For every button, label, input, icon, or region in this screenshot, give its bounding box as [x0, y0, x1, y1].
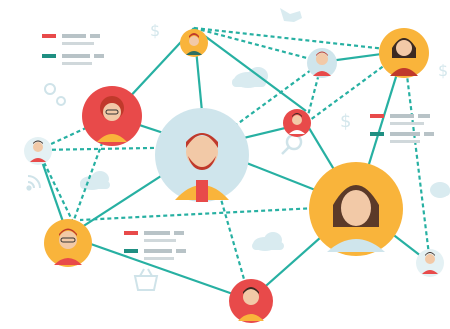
avatar[interactable] — [229, 279, 273, 323]
dollar-icon: $ — [150, 21, 160, 40]
wifi-icon — [26, 175, 41, 191]
avatar[interactable] — [44, 219, 92, 267]
cloud-icon — [252, 232, 284, 251]
magnifier-icon — [281, 133, 303, 155]
gear-icon — [44, 83, 66, 106]
avatar[interactable] — [24, 137, 52, 165]
avatar[interactable] — [416, 249, 444, 277]
dollar-icon: $ — [438, 61, 448, 80]
basket-icon — [133, 268, 159, 291]
cloud-icon — [80, 171, 110, 190]
dollar-icon: $ — [340, 111, 351, 132]
avatar[interactable] — [180, 29, 208, 57]
cloud-icon — [430, 182, 450, 198]
avatar[interactable] — [155, 108, 249, 202]
avatar[interactable] — [307, 48, 337, 78]
avatar[interactable] — [283, 109, 311, 137]
legend-right — [370, 114, 434, 143]
legend-bottom — [124, 231, 186, 260]
legend-top-left — [42, 34, 104, 65]
avatar[interactable] — [309, 162, 403, 256]
background-decor — [80, 67, 450, 251]
avatar[interactable] — [82, 86, 142, 146]
pointer-icon — [280, 8, 302, 22]
avatar[interactable] — [379, 28, 429, 78]
